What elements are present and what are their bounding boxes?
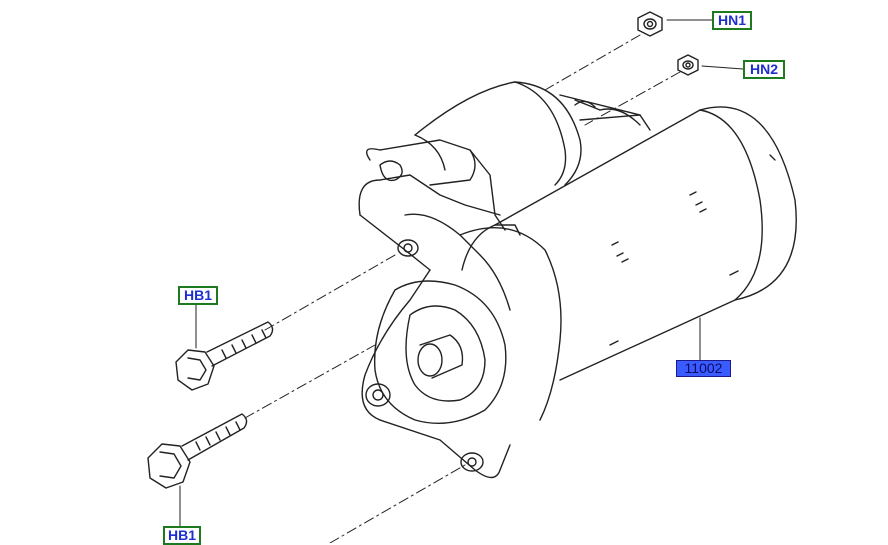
bolt-upper — [175, 321, 274, 391]
callout-hb1-lower[interactable]: HB1 — [163, 526, 201, 545]
callout-hn2-label: HN2 — [749, 61, 778, 77]
bolt-lower — [147, 413, 248, 489]
motor-housing — [461, 106, 797, 381]
callout-hb1-lower-label: HB1 — [167, 527, 196, 543]
callout-leaders — [179, 19, 744, 527]
nut-hn1 — [637, 11, 663, 37]
callout-hn1[interactable]: HN1 — [712, 11, 752, 30]
callout-part-11002[interactable]: 11002 — [676, 360, 731, 377]
callout-hn2[interactable]: HN2 — [743, 60, 785, 79]
mounting-holes — [397, 239, 484, 472]
drive-end-bracket — [358, 139, 562, 479]
solenoid — [414, 81, 651, 186]
pinion-nose — [365, 280, 507, 425]
callout-hb1-upper[interactable]: HB1 — [178, 286, 218, 305]
assembly-centerlines — [244, 34, 681, 543]
callout-hn1-label: HN1 — [717, 12, 746, 28]
callout-part-11002-label: 11002 — [684, 360, 723, 376]
nut-hn2 — [677, 54, 699, 76]
callout-hb1-upper-label: HB1 — [183, 287, 212, 303]
